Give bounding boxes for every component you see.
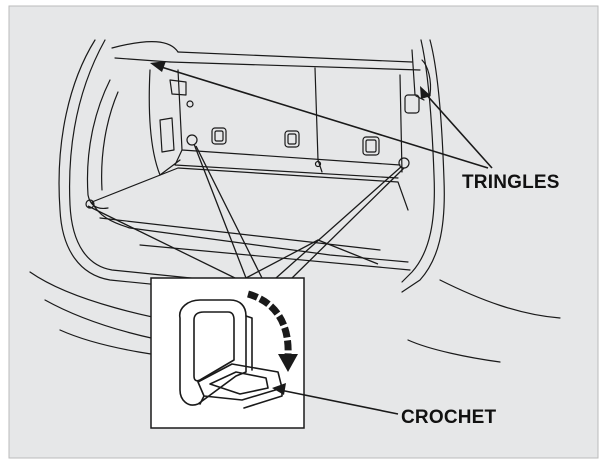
crochet-leader-line (279, 389, 399, 415)
tringles-label: TRINGLES (462, 172, 560, 193)
tringles-leader-lines (157, 65, 493, 169)
tringles-arrowheads (150, 61, 431, 99)
crochet-hook-illustration (178, 299, 283, 409)
crochet-inset-frame (150, 277, 305, 429)
crochet-label: CROCHET (401, 407, 497, 428)
hook-callout-cone (87, 143, 405, 281)
rotation-arrow-icon (246, 290, 292, 357)
crochet-arrowhead (272, 383, 286, 395)
rotation-arrowhead (278, 354, 298, 372)
